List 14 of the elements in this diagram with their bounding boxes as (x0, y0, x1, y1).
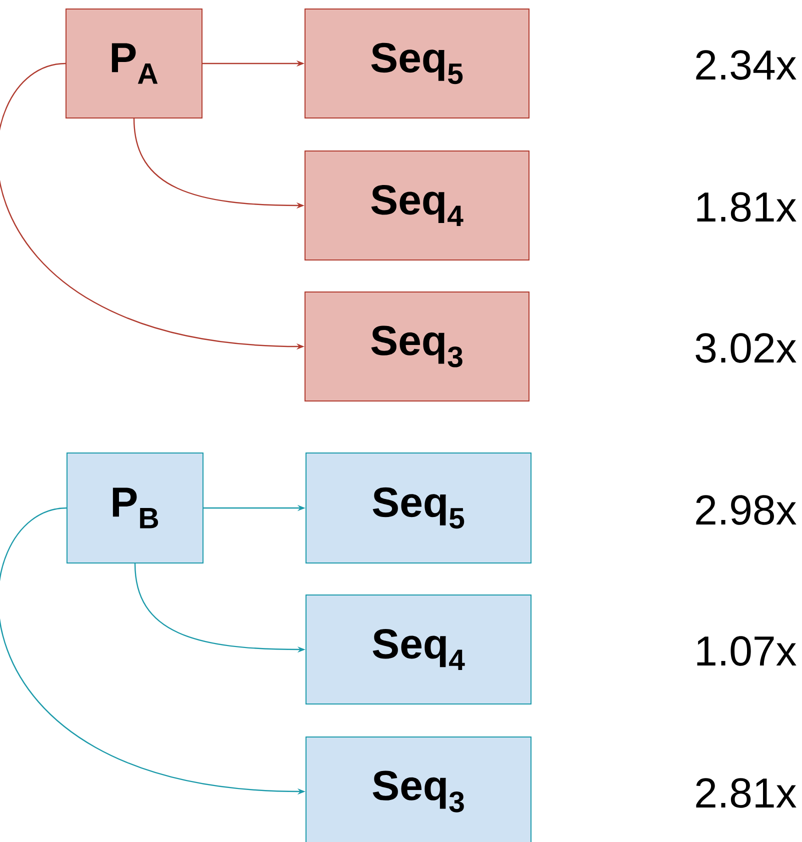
ratio-label: 2.98x (696, 495, 796, 525)
process-box: P$_{B}$ (66, 452, 204, 564)
ratio-label: 2.81x (696, 778, 796, 808)
process-box: Seq$_{3}$ (306, 736, 532, 842)
ratio-label: 3.02x (696, 333, 796, 363)
ratio-label: 1.81x (697, 192, 796, 222)
process-box: Seq$_{5}$ (304, 8, 530, 118)
process-box: Seq$_{5}$ (306, 452, 532, 564)
process-box: Seq$_{3}$ (304, 292, 530, 402)
ratio-label: 2.34x (696, 50, 796, 80)
process-box: P$_{A}$ (66, 8, 202, 118)
ratio-label: 1.07x (697, 636, 796, 666)
process-box: Seq$_{4}$ (306, 594, 532, 704)
process-box: Seq$_{4}$ (304, 150, 530, 260)
